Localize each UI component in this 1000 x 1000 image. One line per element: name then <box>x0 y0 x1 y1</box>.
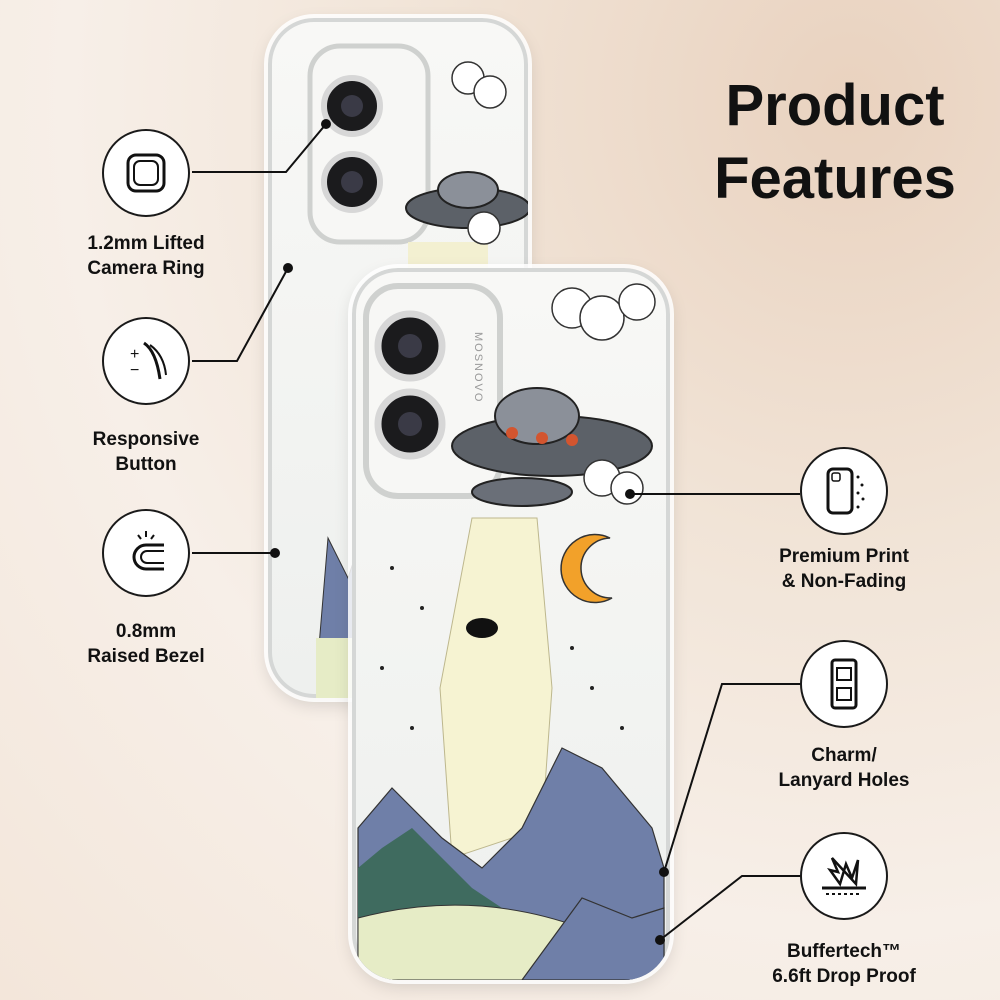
print-label: Premium Print & Non-Fading <box>779 546 909 592</box>
page-title: Product Features <box>690 70 980 215</box>
title-line-1: Product <box>725 73 945 138</box>
lanyard-holes-label: Charm/ Lanyard Holes <box>778 745 910 791</box>
title-line-2: Features <box>714 145 956 211</box>
bezel-label: 0.8mm Raised Bezel <box>87 621 205 667</box>
drop-proof-icon <box>800 832 888 920</box>
phone-front-artwork <box>352 268 670 980</box>
svg-text:−: − <box>130 362 139 379</box>
camera-ring-icon <box>102 129 190 217</box>
case-brand-text: MOSNOVO <box>472 332 484 404</box>
svg-text:+: + <box>130 346 139 363</box>
drop-proof-label: Buffertech™ 6.6ft Drop Proof <box>772 941 916 987</box>
lanyard-holes-icon <box>800 640 888 728</box>
button-label: Responsive Button <box>92 429 200 475</box>
button-icon: + − <box>102 317 190 405</box>
bezel-icon <box>102 509 190 597</box>
print-icon <box>800 447 888 535</box>
camera-ring-label: 1.2mm Lifted Camera Ring <box>87 233 205 279</box>
phone-case-front: MOSNOVO <box>352 268 670 980</box>
